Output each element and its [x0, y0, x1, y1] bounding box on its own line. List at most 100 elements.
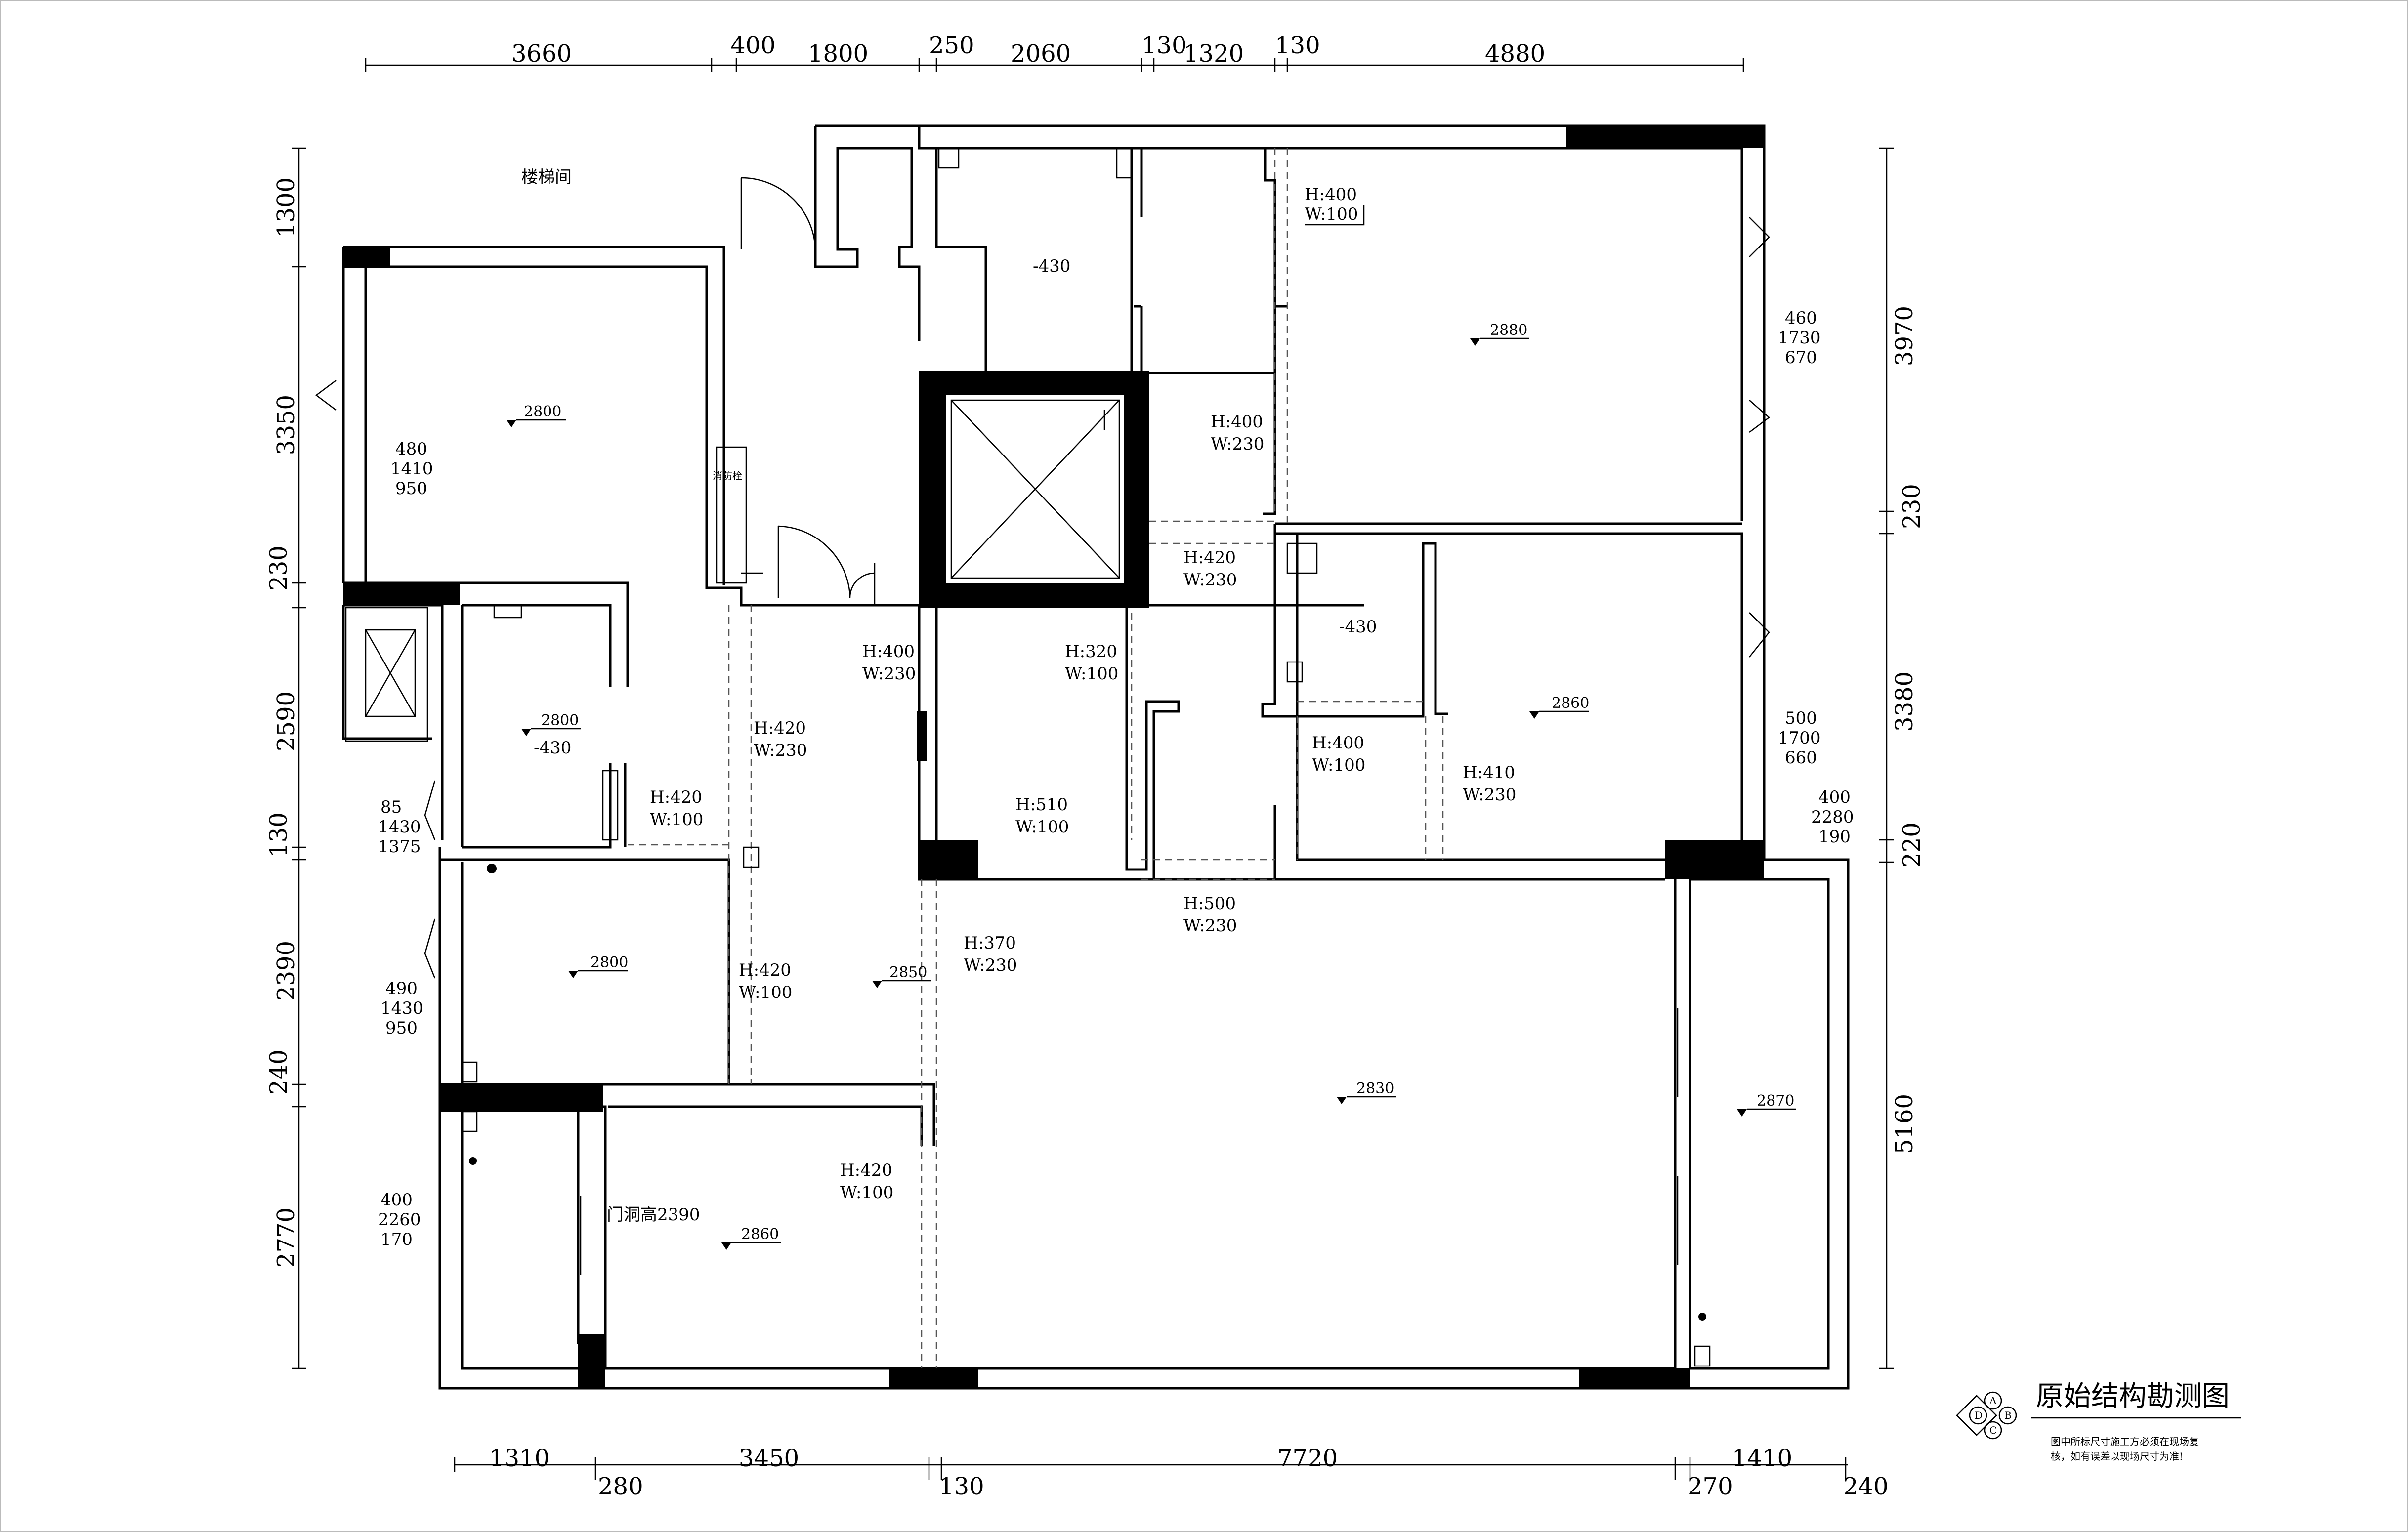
dim-left-1: 1300 — [272, 177, 300, 238]
sunken-1: -430 — [1033, 256, 1070, 276]
svg-text:W:230: W:230 — [862, 664, 916, 684]
beam-lines — [628, 148, 1444, 1368]
svg-text:W:230: W:230 — [964, 955, 1017, 975]
svg-text:H:420: H:420 — [1183, 548, 1236, 568]
svg-text:950: 950 — [395, 479, 427, 498]
svg-text:H:400: H:400 — [1305, 185, 1357, 205]
svg-text:H:420: H:420 — [739, 960, 791, 980]
stairwell-label: 楼梯间 — [521, 167, 572, 187]
elevation-3: 2800 — [521, 712, 581, 736]
svg-text:480: 480 — [395, 439, 427, 459]
svg-text:W:230: W:230 — [1183, 570, 1237, 590]
svg-text:W:230: W:230 — [754, 741, 807, 760]
dim-top-6: 130 — [1141, 32, 1187, 59]
dimension-top: 3660 400 1800 250 2060 130 1320 130 4880 — [365, 32, 1744, 72]
sunken-3: -430 — [1339, 617, 1377, 637]
dimension-left: 1300 3350 230 2590 130 2390 240 2770 — [265, 147, 306, 1369]
svg-text:1410: 1410 — [390, 459, 433, 479]
drawing-title: 原始结构勘测图 — [2036, 1380, 2230, 1412]
svg-text:2870: 2870 — [1757, 1092, 1794, 1110]
dimension-right: 3970 230 3380 220 5160 — [1879, 147, 1926, 1369]
dim-left-8: 2770 — [272, 1207, 300, 1268]
svg-text:H:370: H:370 — [964, 933, 1016, 953]
svg-text:490: 490 — [385, 979, 418, 998]
dim-bottom-7: 270 — [1688, 1473, 1733, 1500]
dim-left-5: 130 — [265, 812, 293, 858]
svg-text:W:100: W:100 — [1312, 755, 1365, 775]
svg-text:2860: 2860 — [741, 1226, 779, 1243]
svg-text:400: 400 — [1818, 787, 1851, 807]
dim-top-2: 400 — [730, 32, 776, 59]
room-labels: 楼梯间 消防栓 门洞高2390 — [521, 167, 742, 1225]
dim-top-8: 130 — [1275, 32, 1320, 59]
dim-right-5: 5160 — [1891, 1094, 1918, 1154]
svg-text:1730: 1730 — [1778, 328, 1821, 348]
svg-text:W:100: W:100 — [739, 983, 792, 1002]
elevation-1: 2800 — [507, 403, 566, 427]
dim-top-7: 1320 — [1183, 40, 1244, 68]
dim-bottom-5: 280 — [598, 1473, 643, 1500]
dim-left-4: 2590 — [272, 691, 300, 751]
door-height-label: 门洞高2390 — [607, 1205, 700, 1225]
dim-bottom-6: 130 — [939, 1473, 984, 1500]
svg-text:1430: 1430 — [380, 998, 423, 1018]
dim-bottom-3: 7720 — [1277, 1445, 1338, 1472]
hydrant-label: 消防栓 — [713, 470, 742, 482]
svg-text:H:400: H:400 — [1312, 733, 1364, 753]
dim-top-9: 4880 — [1485, 40, 1545, 68]
svg-text:H:500: H:500 — [1183, 894, 1236, 913]
dim-right-4: 220 — [1898, 822, 1926, 868]
doors — [315, 147, 1770, 1367]
svg-text:2800: 2800 — [524, 403, 561, 420]
svg-text:1430: 1430 — [378, 817, 421, 837]
dim-bottom-4: 1410 — [1732, 1445, 1792, 1472]
svg-text:W:230: W:230 — [1211, 434, 1264, 454]
dim-left-3: 230 — [265, 545, 293, 591]
svg-text:460: 460 — [1785, 308, 1817, 328]
svg-text:2280: 2280 — [1811, 807, 1854, 827]
dim-left-6: 2390 — [272, 941, 300, 1001]
svg-text:2800: 2800 — [541, 712, 579, 729]
svg-text:2880: 2880 — [1490, 322, 1527, 339]
svg-text:W:230: W:230 — [1183, 916, 1237, 936]
dim-right-2: 230 — [1898, 484, 1926, 529]
svg-text:H:320: H:320 — [1065, 642, 1117, 662]
svg-text:W:100: W:100 — [840, 1183, 893, 1202]
svg-text:H:420: H:420 — [840, 1160, 892, 1180]
sunken-2: -430 — [534, 738, 571, 758]
logo-letter-d: D — [1975, 1409, 1983, 1421]
dim-top-3: 1800 — [808, 40, 868, 68]
dimension-bottom: 1310 3450 7720 1410 280 130 270 240 — [454, 1445, 1889, 1500]
svg-text:H:510: H:510 — [1015, 795, 1068, 815]
svg-text:170: 170 — [380, 1230, 413, 1249]
svg-text:2850: 2850 — [889, 964, 927, 981]
elevation-5: 2800 — [568, 954, 628, 978]
svg-text:2830: 2830 — [1356, 1080, 1394, 1097]
svg-text:W:230: W:230 — [1463, 785, 1516, 805]
svg-text:H:400: H:400 — [862, 642, 915, 662]
svg-text:500: 500 — [1785, 708, 1817, 728]
svg-text:660: 660 — [1785, 748, 1817, 768]
svg-text:H:410: H:410 — [1463, 763, 1515, 783]
logo-letter-b: B — [2004, 1409, 2012, 1421]
elevation-marks: 2800 2880 2800 2860 2800 2850 2830 2870 … — [507, 256, 1796, 1250]
